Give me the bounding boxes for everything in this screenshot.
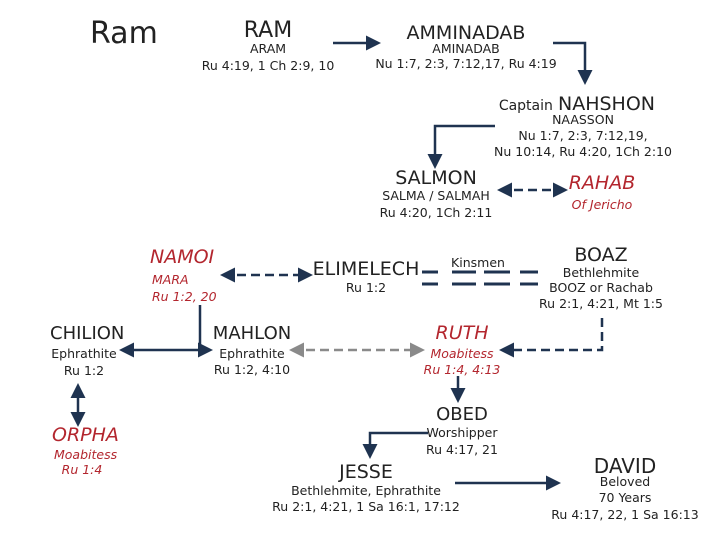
chilion-name: CHILION (50, 323, 125, 344)
david-name: DAVID (593, 454, 657, 478)
obed-to-jesse-arrow (362, 431, 428, 459)
salmon-ref: Ru 4:20, 1Ch 2:11 (379, 205, 493, 220)
jesse-ref: Ru 2:1, 4:21, 1 Sa 16:1, 17:12 (272, 499, 460, 514)
page-title: Ram (90, 16, 158, 51)
elimelech-name: ELIMELECH (312, 258, 420, 280)
ram-alt: ARAM (249, 41, 287, 56)
ram-name: RAM (243, 18, 293, 43)
jesse-name: JESSE (339, 461, 393, 483)
naomi-ref: Ru 1:2, 20 (152, 289, 217, 304)
nahshon-alt: NAASSON (552, 112, 614, 127)
boaz-line1: Bethlehmite (562, 265, 640, 280)
naomi-name: NAMOI (150, 246, 215, 268)
nahshon-to-salmon-arrow (427, 124, 495, 169)
orpha-line1: Moabitess (54, 447, 118, 462)
chilion-line1: Ephrathite (51, 346, 117, 361)
amminadab-name: AMMINADAB (406, 22, 526, 44)
amminadab-to-nahshon-arrow (553, 41, 593, 85)
obed-line1: Worshipper (426, 425, 498, 440)
chilion-ref: Ru 1:2 (63, 363, 105, 378)
mahlon-name: MAHLON (212, 323, 292, 344)
david-ref: Ru 4:17, 22, 1 Sa 16:13 (551, 507, 699, 522)
elimelech-ref: Ru 1:2 (345, 280, 387, 295)
amminadab-ref: Nu 1:7, 2:3, 7:12,17, Ru 4:19 (375, 56, 557, 71)
ruth-ref: Ru 1:4, 4:13 (423, 362, 501, 377)
naomi-alt: MARA (152, 272, 189, 287)
rahab-name: RAHAB (568, 172, 636, 194)
ram-ref: Ru 4:19, 1 Ch 2:9, 10 (201, 58, 335, 73)
nahshon-heading: Captain NAHSHON (499, 93, 655, 115)
boaz-line2: BOOZ or Rachab (549, 280, 653, 295)
nahshon-name: NAHSHON (557, 93, 655, 115)
rahab-note: Of Jericho (571, 197, 633, 212)
kinsmen-label: Kinsmen (451, 255, 505, 270)
orpha-name: ORPHA (52, 424, 119, 446)
nahshon-ref2: Nu 10:14, Ru 4:20, 1Ch 2:10 (494, 144, 672, 159)
obed-ref: Ru 4:17, 21 (426, 442, 498, 457)
boaz-ref: Ru 2:1, 4:21, Mt 1:5 (539, 296, 663, 311)
salmon-name: SALMON (395, 167, 477, 189)
boaz-to-ruth-arrow (499, 318, 604, 358)
ruth-line1: Moabitess (430, 346, 494, 361)
mahlon-line1: Ephrathite (219, 346, 285, 361)
kinsmen-bars (422, 270, 538, 286)
ruth-name: RUTH (435, 322, 489, 344)
obed-name: OBED (436, 404, 488, 425)
salmon-alt: SALMA / SALMAH (382, 188, 490, 203)
boaz-name: BOAZ (574, 244, 628, 266)
david-line1: Beloved (599, 474, 651, 489)
orpha-ref: Ru 1:4 (61, 462, 103, 477)
nahshon-prefix: Captain (498, 98, 553, 114)
david-line2: 70 Years (598, 490, 652, 505)
amminadab-alt: AMINADAB (432, 41, 500, 56)
jesse-line1: Bethlehmite, Ephrathite (291, 483, 441, 498)
mahlon-ref: Ru 1:2, 4:10 (213, 362, 291, 377)
nahshon-ref1: Nu 1:7, 2:3, 7:12,19, (518, 128, 648, 143)
